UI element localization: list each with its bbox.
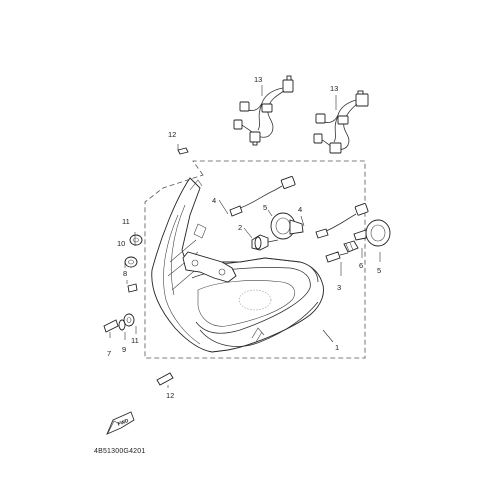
label-3: 3	[337, 283, 341, 292]
label-12-bottom: 12	[166, 391, 174, 400]
label-6: 6	[359, 261, 363, 270]
bulb-socket-6	[343, 240, 359, 253]
fwd-arrow-icon: FWD	[106, 411, 135, 435]
wire-harness-left	[233, 75, 294, 146]
label-4-left: 4	[212, 196, 216, 205]
headlight-assembly	[151, 177, 324, 353]
leader-lines	[109, 85, 381, 388]
fwd-label: FWD	[117, 418, 130, 428]
label-1: 1	[335, 343, 339, 352]
bulb-holder-left	[270, 212, 304, 240]
socket-cord-left	[229, 176, 296, 217]
label-12-top: 12	[168, 130, 176, 139]
label-5-left: 5	[263, 203, 267, 212]
wire-harness-right	[313, 90, 369, 154]
label-4-right: 4	[298, 205, 302, 214]
bulb-2	[251, 234, 279, 251]
label-7: 7	[107, 349, 111, 358]
label-13-right: 13	[330, 84, 338, 93]
label-2: 2	[238, 223, 242, 232]
socket-cord-right	[315, 203, 369, 239]
diagram-code: 4B51300G4201	[94, 448, 145, 455]
label-9: 9	[122, 345, 126, 354]
label-10: 10	[117, 239, 125, 248]
hardware-parts	[103, 147, 189, 386]
label-8: 8	[123, 269, 127, 278]
label-5-right: 5	[377, 266, 381, 275]
bulb-holder-right	[353, 219, 391, 247]
label-11-top: 11	[122, 217, 130, 226]
assembly-outline	[144, 160, 366, 359]
label-13-left: 13	[254, 75, 262, 84]
label-11-bottom: 11	[131, 336, 139, 345]
bulb-3	[325, 251, 349, 263]
